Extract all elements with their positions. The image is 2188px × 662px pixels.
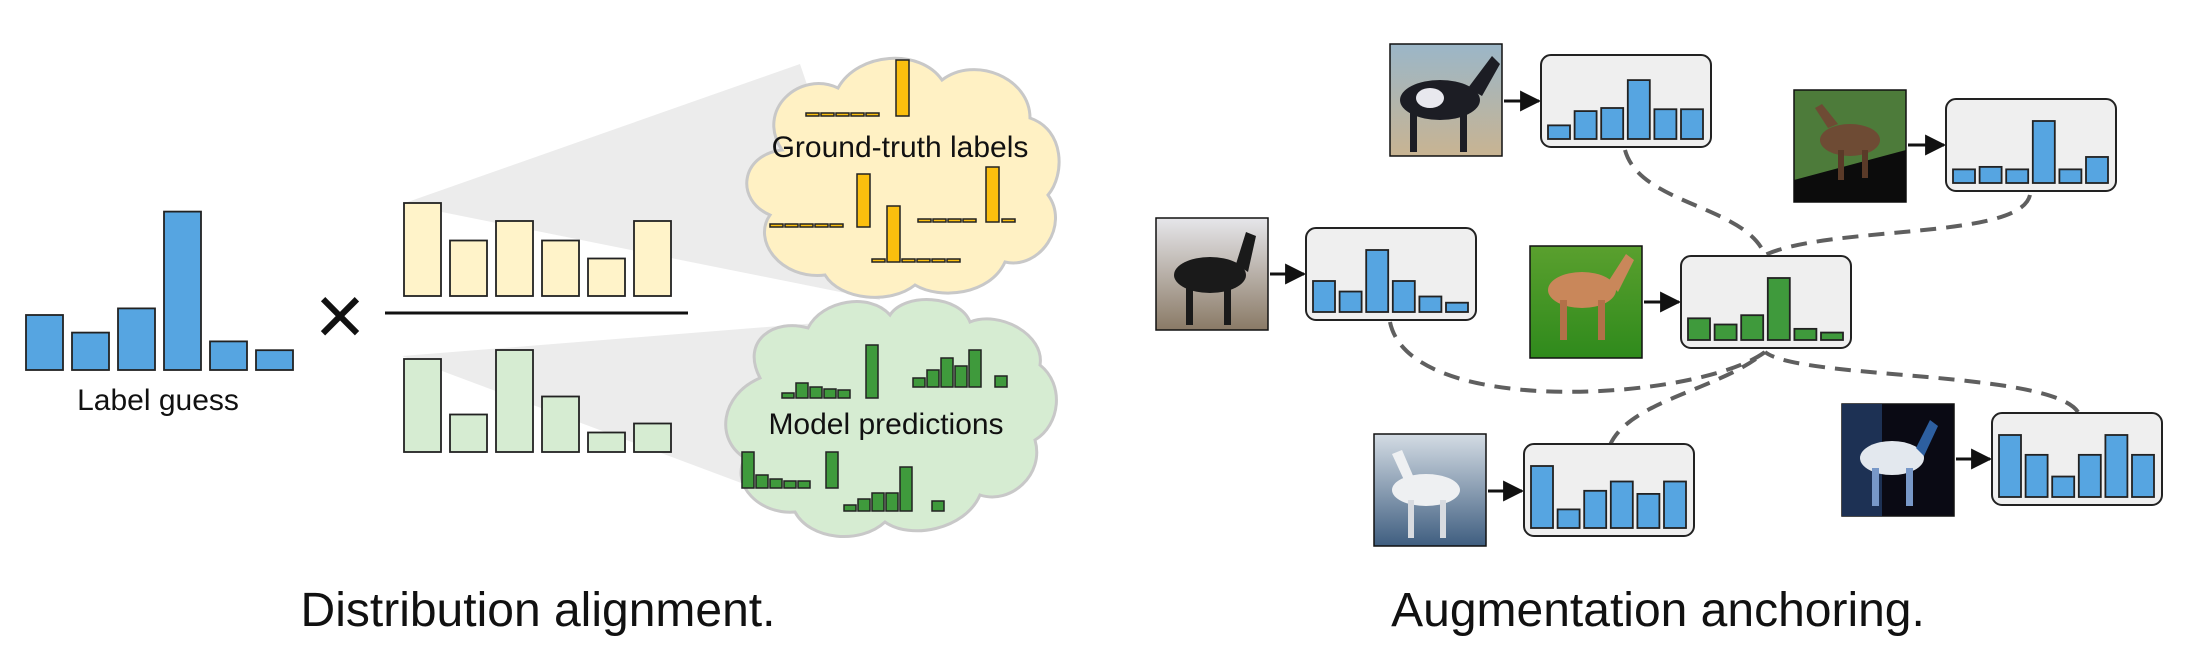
hist-aug-top-right-bar-1 [1978,165,2003,184]
hist-aug-left-bar-1 [1338,290,1363,313]
connector-aug-top-right [1764,194,2032,257]
hist-aug-top-bar-0 [1547,124,1571,140]
hist-aug-bottom-bar-5 [1663,480,1687,529]
ground-truth-bar-2 [495,220,534,297]
connector-aug-top [1623,149,1767,256]
ground-truth-cloud: Ground-truth labels [745,56,1061,299]
hist-aug-top-bar-2 [1600,107,1625,140]
hist-aug-top-right-bar-0 [1952,168,1976,184]
ground-truth-label: Ground-truth labels [772,131,1029,164]
prediction-bar-0 [403,358,442,453]
hist-aug-bottom-bar-0 [1530,465,1554,529]
hist-aug-bottom-bar-1 [1556,508,1581,529]
label-guess-bar-0 [25,314,64,371]
connector-aug-left [1388,321,1767,394]
hist-aug-top-right-bar-3 [2031,120,2056,184]
connector-aug-bottom-right [1763,350,2080,414]
hist-aug-top-right-bar-5 [2085,156,2109,184]
thumbnail-aug-left [1155,217,1269,331]
label-guess-bar-1 [71,331,110,371]
hist-aug-bottom-right-bar-2 [2051,475,2076,498]
label-guess-bar-5 [255,349,294,371]
prediction-bar-2 [495,349,534,453]
ground-truth-projection [402,64,880,300]
augmentation-anchoring-panel: Augmentation anchoring. [1155,43,2163,637]
hist-aug-bottom-bar-3 [1609,480,1634,529]
hist-aug-bottom-right-bar-0 [1998,434,2022,498]
hist-aug-top-bar-1 [1573,110,1598,140]
label-guess-chart [25,210,294,371]
hist-aug-left-bar-5 [1445,301,1469,313]
predictions-label: Model predictions [768,408,1003,441]
thumbnail-aug-top-right [1793,89,1907,203]
hist-anchor-bar-3 [1766,277,1791,341]
hist-aug-bottom-bar-4 [1636,492,1661,529]
hist-aug-top-bar-5 [1680,108,1704,140]
label-guess-bar-2 [117,307,156,371]
hist-aug-left-bar-3 [1391,280,1416,313]
hist-aug-top-bar-4 [1653,108,1678,140]
prediction-bar-4 [587,431,626,453]
ground-truth-bar-5 [633,220,672,297]
hist-aug-left-bar-0 [1312,280,1336,313]
hist-aug-top-right-bar-2 [2005,168,2030,184]
ground-truth-onehot-bars [769,59,1016,263]
prediction-distribution-bars [741,344,1008,512]
hist-aug-top-right-bar-4 [2058,168,2083,184]
ground-truth-bar-3 [541,239,580,297]
ground-truth-bar-4 [587,257,626,297]
histogram-aug-top [1540,54,1712,148]
histogram-anchor [1680,255,1852,349]
histogram-aug-top-right [1945,98,2117,192]
connector-aug-bottom [1608,350,1767,446]
histogram-aug-bottom [1523,443,1695,537]
anchor-connectors [1388,149,2080,446]
thumbnail-aug-bottom [1373,433,1487,547]
histogram-aug-left [1305,227,1477,321]
distribution-alignment-panel: Label guess × Ground-truth labels [25,56,1061,637]
prediction-bar-5 [633,422,672,453]
left-caption: Distribution alignment. [301,584,776,637]
ground-truth-ratio-chart [403,202,672,297]
label-guess-text: Label guess [77,384,239,417]
hist-anchor-bar-1 [1713,323,1738,341]
label-guess-bar-3 [163,210,202,371]
hist-anchor-bar-2 [1740,314,1765,341]
label-guess-bar-4 [209,340,248,371]
ground-truth-bar-1 [449,239,488,297]
hist-anchor-bar-0 [1687,317,1711,341]
hist-aug-top-bar-3 [1626,79,1651,140]
hist-aug-bottom-right-bar-1 [2024,453,2049,498]
histogram-boxes [1305,54,2163,537]
prediction-bar-3 [541,395,580,453]
predictions-ratio-chart [403,349,672,453]
hist-aug-bottom-right-bar-3 [2077,453,2102,498]
predictions-cloud: Model predictions [724,298,1058,538]
multiply-operator: × [315,268,365,364]
transform-arrows [1270,90,1993,502]
thumbnail-aug-bottom-right [1841,403,1955,517]
prediction-bar-1 [449,413,488,453]
hist-aug-bottom-bar-2 [1583,489,1608,529]
hist-aug-left-bar-2 [1365,249,1390,313]
thumbnail-anchor [1529,245,1643,359]
hist-aug-bottom-right-bar-4 [2104,434,2129,498]
hist-anchor-bar-4 [1793,327,1818,341]
right-caption: Augmentation anchoring. [1391,584,1925,637]
thumbnail-aug-top [1389,43,1503,157]
hist-aug-left-bar-4 [1418,295,1443,313]
hist-aug-bottom-right-bar-5 [2131,453,2155,498]
ground-truth-bar-0 [403,202,442,297]
histogram-aug-bottom-right [1991,412,2163,506]
hist-anchor-bar-5 [1820,331,1844,341]
